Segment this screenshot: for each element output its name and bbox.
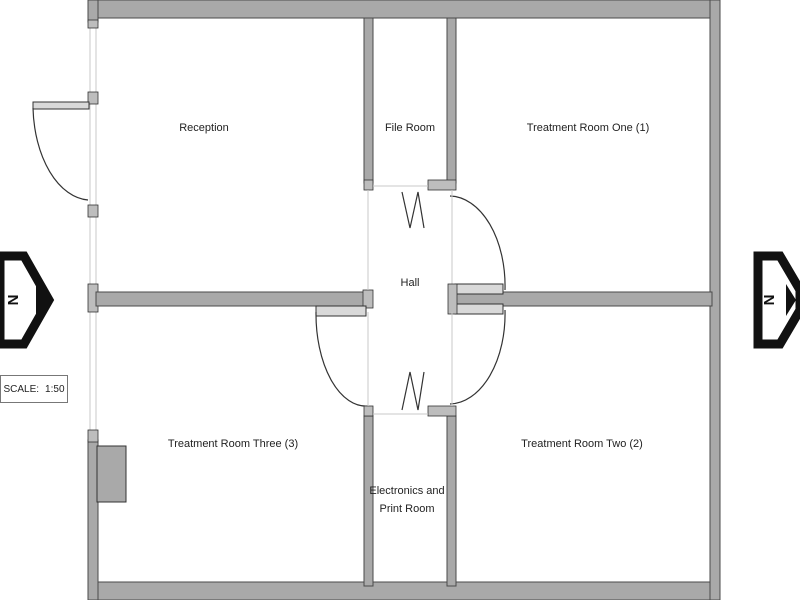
compass-right-arrowhead-icon: [786, 284, 796, 316]
treatment3-door-leaf: [315, 305, 367, 317]
file-room-wall-left: [363, 17, 374, 184]
left-jamb-1: [87, 19, 99, 29]
compass-left: N: [0, 251, 55, 349]
compass-left-letter: N: [5, 295, 22, 306]
left-jamb-2: [87, 91, 99, 105]
file-room-jamb-right: [427, 179, 457, 191]
electronics-wall-left: [363, 415, 374, 587]
file-room-bifold-door: [401, 191, 425, 229]
file-room-jamb-left: [363, 179, 374, 191]
left-jamb-3: [87, 204, 99, 218]
electronics-jamb-right: [427, 405, 457, 417]
label-treatment-three: Treatment Room Three (3): [168, 438, 298, 450]
hall-jamb-right: [447, 283, 458, 315]
label-file-room: File Room: [385, 122, 435, 134]
compass-right: N: [753, 251, 800, 349]
label-electronics-line2: Print Room: [379, 503, 434, 515]
treatment3-cabinet: [96, 445, 127, 503]
label-electronics-line1: Electronics and: [369, 485, 444, 497]
wall-reception-treatment3: [95, 291, 367, 307]
electronics-bifold-door: [401, 371, 425, 411]
outer-wall-left-top: [87, 0, 99, 23]
label-treatment-two: Treatment Room Two (2): [521, 438, 643, 450]
entrance-door-leaf: [32, 101, 90, 110]
treatment-door-leaf-2: [454, 303, 504, 315]
treatment1-door-arc: [449, 195, 506, 291]
treatment3-door-arc: [315, 311, 369, 407]
treatment-door-leaf-1: [454, 283, 504, 295]
treatment2-door-arc: [449, 309, 506, 405]
scale-value: 1:50: [45, 383, 65, 395]
wall-reception-end: [362, 289, 374, 309]
electronics-jamb-left: [363, 405, 374, 417]
outer-wall-top: [87, 0, 721, 19]
label-hall: Hall: [401, 277, 420, 289]
scale-indicator: SCALE: 1:50: [0, 375, 68, 403]
label-reception: Reception: [179, 122, 229, 134]
compass-right-arrow-icon: [753, 251, 800, 349]
electronics-wall-right: [446, 415, 457, 587]
scale-label: SCALE:: [3, 383, 40, 395]
compass-left-arrowhead-icon: [36, 282, 47, 318]
left-jamb-5: [87, 429, 99, 443]
entrance-door-arc: [32, 107, 89, 201]
compass-right-letter: N: [761, 295, 778, 306]
file-room-wall-right: [446, 17, 457, 184]
outer-wall-bottom: [87, 581, 721, 600]
compass-left-arrow-icon: [0, 251, 55, 349]
label-treatment-one: Treatment Room One (1): [527, 122, 649, 134]
